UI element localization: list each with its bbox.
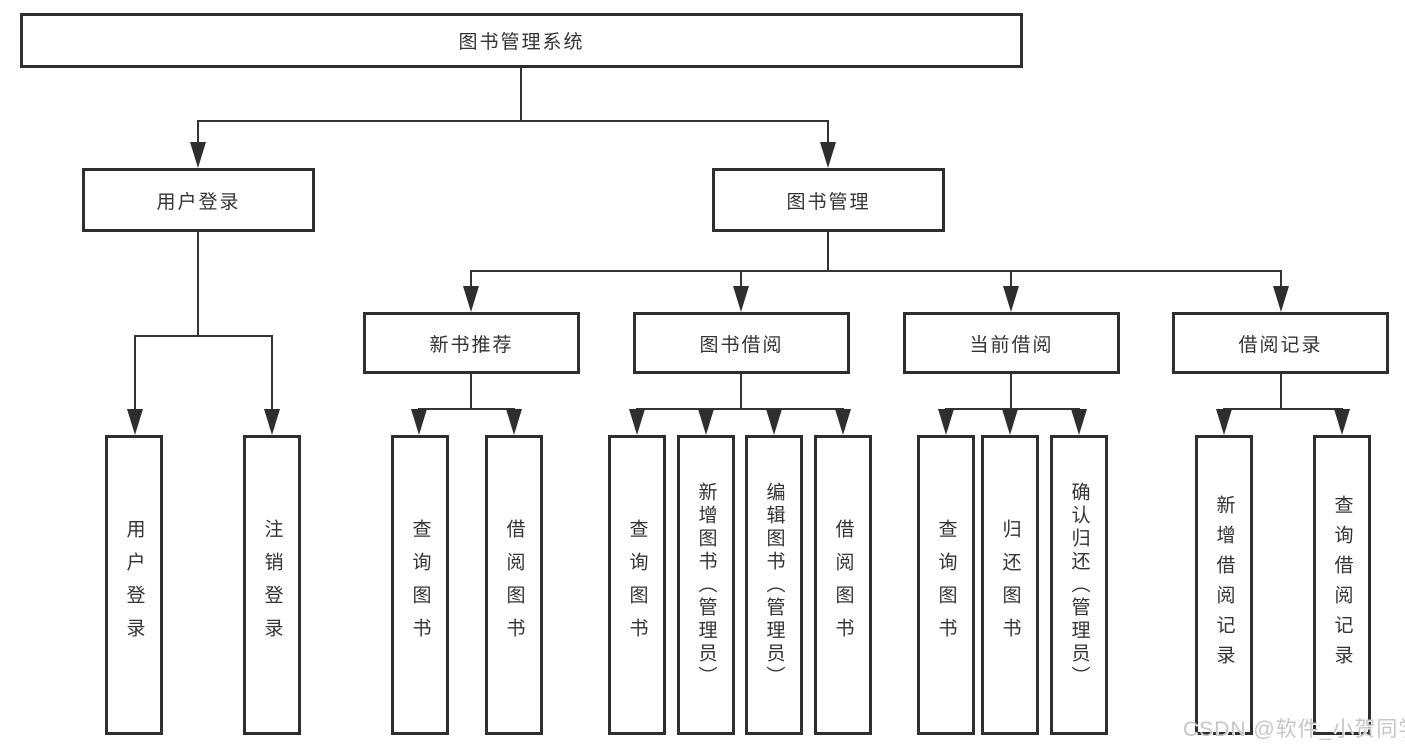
node-current-borrow: 当前借阅	[903, 312, 1120, 374]
arrowhead-icon	[1071, 409, 1087, 435]
connector-new-book-bar	[418, 408, 515, 410]
arrowhead-icon	[820, 142, 836, 168]
connector-root-bar	[197, 120, 829, 122]
connector-new-book-stem	[470, 374, 472, 408]
node-book-borrow: 图书借阅	[633, 312, 850, 374]
node-book-management: 图书管理	[712, 168, 945, 232]
connector-current-borrow-stem	[1010, 374, 1012, 408]
node-book-borrow-label: 图书借阅	[699, 334, 784, 356]
arrowhead-icon	[1003, 286, 1019, 312]
connector-drop-borrow-records	[1280, 270, 1282, 288]
node-current-borrow-label: 当前借阅	[969, 334, 1054, 356]
node-library-system: 图书管理系统	[20, 13, 1023, 68]
arrowhead-icon	[411, 409, 427, 435]
connector-drop-user-login	[197, 120, 199, 146]
leaf-query-books-recommend-label: 查询图书	[409, 519, 431, 651]
leaf-borrow-books-recommend-label: 借阅图书	[503, 519, 525, 651]
leaf-borrow-books-recommend: 借阅图书	[485, 435, 543, 735]
leaf-confirm-return-admin-label: 确认归还（管理员）	[1068, 481, 1090, 689]
connector-drop-new-book	[470, 270, 472, 288]
arrowhead-icon	[835, 409, 851, 435]
arrowhead-icon	[127, 409, 143, 435]
arrowhead-icon	[506, 409, 522, 435]
leaf-query-borrow-record-label: 查询借阅记录	[1331, 495, 1353, 675]
leaf-add-book-admin-label: 新增图书（管理员）	[695, 481, 717, 689]
leaf-logout-login: 注销登录	[243, 435, 301, 735]
leaf-add-borrow-record-label: 新增借阅记录	[1213, 495, 1235, 675]
connector-user-login-bar	[134, 335, 273, 337]
connector-root-stem	[520, 68, 522, 120]
arrowhead-icon	[1334, 409, 1350, 435]
connector-borrow-records-stem	[1280, 374, 1282, 408]
leaf-add-borrow-record: 新增借阅记录	[1195, 435, 1253, 735]
leaf-edit-book-admin: 编辑图书（管理员）	[745, 435, 803, 735]
leaf-borrow-books-borrow: 借阅图书	[814, 435, 872, 735]
connector-drop-leaf-user-login	[134, 335, 136, 409]
node-user-login-label: 用户登录	[156, 191, 241, 213]
node-borrow-records-label: 借阅记录	[1238, 334, 1323, 356]
node-new-book-recommend: 新书推荐	[363, 312, 580, 374]
connector-book-borrow-stem	[740, 374, 742, 408]
arrowhead-icon	[698, 409, 714, 435]
leaf-logout-login-label: 注销登录	[261, 519, 283, 651]
connector-drop-book-borrow	[740, 270, 742, 288]
connector-drop-leaf-logout	[271, 335, 273, 409]
arrowhead-icon	[1273, 286, 1289, 312]
node-library-system-label: 图书管理系统	[458, 32, 585, 53]
connector-drop-current-borrow	[1010, 270, 1012, 288]
connector-book-borrow-bar	[636, 408, 844, 410]
node-book-management-label: 图书管理	[786, 191, 871, 213]
leaf-confirm-return-admin: 确认归还（管理员）	[1050, 435, 1108, 735]
leaf-edit-book-admin-label: 编辑图书（管理员）	[763, 481, 785, 689]
watermark: CSDN @软件_小贺同学	[1183, 718, 1405, 741]
leaf-query-borrow-record: 查询借阅记录	[1313, 435, 1371, 735]
leaf-add-book-admin: 新增图书（管理员）	[677, 435, 735, 735]
connector-drop-book-management	[827, 120, 829, 146]
arrowhead-icon	[264, 409, 280, 435]
leaf-return-books-label: 归还图书	[999, 519, 1021, 651]
leaf-query-books-borrow-label: 查询图书	[626, 519, 648, 651]
connector-book-management-stem	[827, 232, 829, 270]
leaf-query-books-recommend: 查询图书	[391, 435, 449, 735]
arrowhead-icon	[733, 286, 749, 312]
leaf-query-books-current: 查询图书	[917, 435, 975, 735]
arrowhead-icon	[766, 409, 782, 435]
leaf-user-login-label: 用户登录	[123, 519, 145, 651]
node-user-login: 用户登录	[82, 168, 315, 232]
arrowhead-icon	[629, 409, 645, 435]
node-new-book-recommend-label: 新书推荐	[429, 334, 514, 356]
leaf-borrow-books-borrow-label: 借阅图书	[832, 519, 854, 651]
connector-book-management-bar	[470, 270, 1282, 272]
connector-borrow-records-bar	[1223, 408, 1343, 410]
arrowhead-icon	[1216, 409, 1232, 435]
arrowhead-icon	[1002, 409, 1018, 435]
leaf-user-login: 用户登录	[105, 435, 163, 735]
arrowhead-icon	[463, 286, 479, 312]
node-borrow-records: 借阅记录	[1172, 312, 1389, 374]
leaf-query-books-current-label: 查询图书	[935, 519, 957, 651]
connector-user-login-stem	[197, 232, 199, 335]
leaf-return-books: 归还图书	[981, 435, 1039, 735]
arrowhead-icon	[190, 142, 206, 168]
leaf-query-books-borrow: 查询图书	[608, 435, 666, 735]
arrowhead-icon	[938, 409, 954, 435]
